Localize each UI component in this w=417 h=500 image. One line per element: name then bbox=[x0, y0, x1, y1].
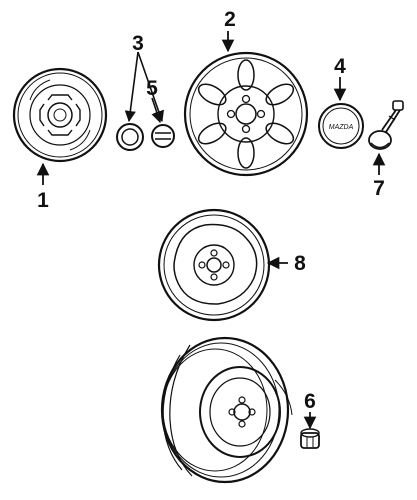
callout-5: 5 bbox=[146, 77, 158, 100]
tire-assembly bbox=[160, 336, 293, 484]
callout-6: 6 bbox=[304, 390, 316, 413]
callout-3: 3 bbox=[132, 32, 144, 55]
callout-7: 7 bbox=[373, 177, 385, 200]
center-cap-part-5 bbox=[151, 124, 175, 148]
steel-wheel-part-8 bbox=[157, 208, 271, 322]
leader-lines bbox=[36, 31, 386, 430]
callout-1: 1 bbox=[37, 189, 49, 212]
lug-nut-part-6 bbox=[300, 428, 320, 449]
callout-2: 2 bbox=[224, 8, 236, 31]
callout-4: 4 bbox=[334, 55, 346, 78]
valve-stem-part-7 bbox=[368, 100, 404, 150]
emblem-text: MAZDA bbox=[329, 124, 354, 131]
callout-8: 8 bbox=[294, 252, 306, 275]
emblem-cap-part-4: MAZDA bbox=[318, 103, 364, 149]
wheel-cover-part-1 bbox=[12, 67, 108, 163]
alloy-wheel-part-2 bbox=[183, 51, 309, 177]
center-ring-part-3 bbox=[116, 123, 144, 151]
